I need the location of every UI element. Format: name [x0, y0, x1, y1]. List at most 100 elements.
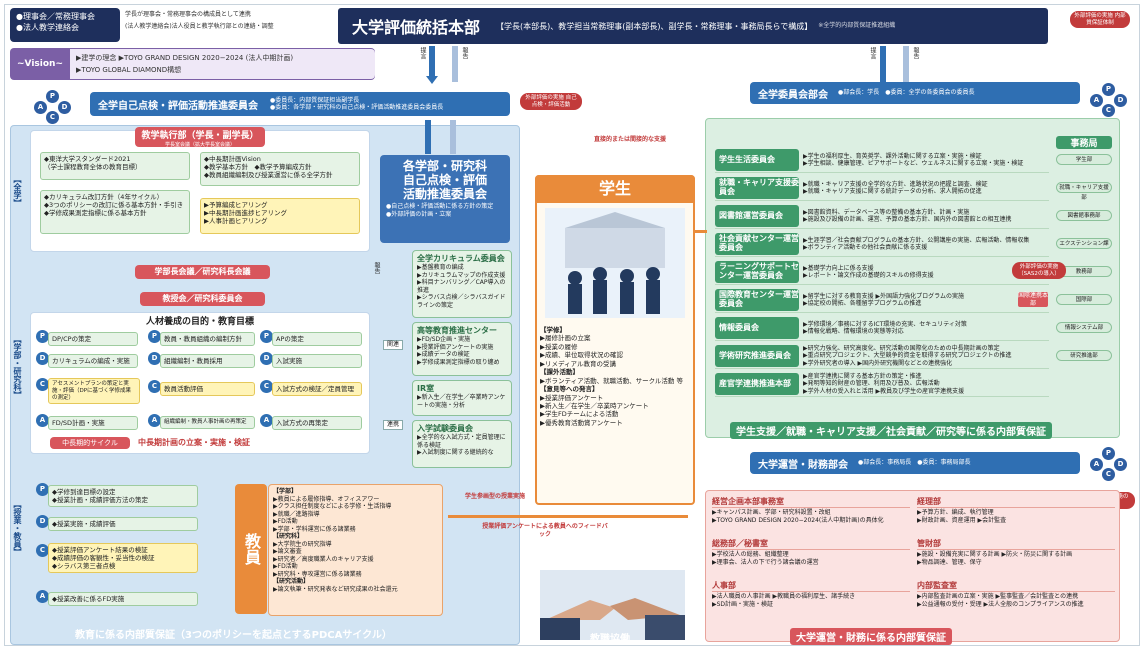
cycle-label-box: 中長期的サイクル: [50, 437, 130, 449]
board-item-2: ●法人教学連絡会: [16, 23, 79, 32]
kyoin-g2: ▶クラス担任制度などによる学修・生活指導: [273, 503, 392, 510]
unei-panel: [705, 490, 1120, 642]
dept-box: 経営企画本部事務室▶キャンパス計画、学部・研究科設置・改組 ▶TOYO GRAN…: [712, 496, 910, 536]
pdca-curriculum: カリキュラムの編成・実施: [48, 354, 138, 369]
committee-desc: ▶就職・キャリア支援の全学的な方針、進路状況の把握と調査、検証 ▶就職・キャリア…: [803, 180, 988, 196]
cycle-text: 中長期計画の立案・実施・検証: [138, 438, 250, 447]
vision-label: ~Vision~: [16, 59, 63, 69]
curr-4: ▶シラバス点検／シラバスガイドラインの策定: [417, 294, 506, 309]
exec-sub: 学長室会議（拡大学長室会議）: [164, 142, 235, 148]
committee-name: 情報委員会: [715, 317, 799, 339]
jugyo-c: C: [36, 544, 49, 557]
faculty-eval-d2: ●外部評価の計画・立案: [386, 210, 452, 218]
self-eval-desc-2: ●委員：各学部・研究科の自己点検・評価活動推進委員会委員長: [270, 104, 444, 111]
jugyo-p: P: [36, 483, 49, 496]
kyoin-r1: ▶論文執筆・研究発表など研究成果の社会還元: [273, 585, 398, 593]
dept-items: ▶施設・設備充実に関する計画 ▶防火・防災に関する計画 ▶物品調達、管理、保守: [917, 551, 1073, 566]
jugyo-1: ◆学修到達目標の設定: [52, 488, 116, 496]
support-footer: 学生支援／就職・キャリア支援／社会貢献／研究等に係る内部質保証: [730, 422, 1052, 439]
committee-desc: ▶学修環境／事務に対するICT環境の充実、セキュリティ対策 ▶情報化戦略、情報環…: [803, 320, 967, 336]
committee-name: 学術研究推進委員会: [715, 345, 799, 367]
center-report-label: 報告: [373, 262, 380, 274]
dept-name: 管財部: [917, 538, 1115, 550]
committee-row: 図書館運営委員会▶図書館資料、データベース等の整備の基本方針、計画・実施 ▶施設…: [715, 204, 1049, 229]
hq-members: 【学長(本部長)、教学担当常務理事(副本部長)、副学長・常務理事・事務局長らで構…: [496, 21, 813, 31]
exec-item-9-text: ▶中長期計画進捗ヒアリング: [204, 209, 287, 218]
proposal-arrow-1: [426, 76, 438, 84]
dept-box: 総務部／秘書室▶学校法人の総務、組織整理 ▶理事会、法人の下で行う諸会議の運営: [712, 538, 910, 578]
report-bar-2: [903, 46, 909, 82]
student-illustration: [545, 208, 685, 318]
kokusai-badge: 国際連携本部: [1018, 292, 1049, 307]
pdca-ap: APの策定: [272, 332, 362, 347]
self-eval-badge: 外部評価の実施 自己点検・評価活動: [520, 93, 582, 111]
kodo-title: 高等教育推進センター: [417, 326, 497, 335]
dept-box: 管財部▶施設・設備充実に関する計画 ▶防火・防災に関する計画 ▶物品調達、管理、…: [917, 538, 1115, 578]
committee-row: 国際教育センター運営委員会▶留学生に対する教育支援 ▶外国語力強化プログラムの実…: [715, 288, 1049, 313]
handshake-image: [540, 570, 685, 640]
vision-line1: ▶建学の理念 ▶TOYO GRAND DESIGN 2020−2024 (法人中…: [76, 54, 294, 62]
student-iken-h: 【意見等への発言】: [540, 385, 599, 394]
unei-title: 大学運営・財務部会: [758, 459, 848, 471]
kyoin-title-box: 教員: [235, 484, 267, 614]
jimu-dept: エクステンション課: [1056, 238, 1112, 249]
nyushi-1: ▶全学的な入試方式・定員管理に係る検証: [417, 434, 506, 449]
committee-desc: ▶産官学連携に関する基本方針の策定・推進 ▶発明等知的財産の管理、利用及び普及、…: [803, 372, 965, 395]
committee-name: 国際教育センター運営委員会: [715, 289, 799, 311]
exec-item-7-text: ◆教員組織編制及び授業運営に係る全学方針: [204, 171, 333, 180]
c-circle-1: C: [36, 378, 49, 391]
nyushi-title: 入学試験委員会: [417, 424, 473, 433]
exec-item-3-text: ◆3つのポリシーの改訂に係る基本方針・手引き: [44, 201, 184, 210]
self-eval-box: 全学自己点検・評価活動推進委員会 ●委員長：内部質保証担当副学長 ●委員：各学部…: [90, 92, 510, 116]
dept-box: 経理部▶予算方針、編成、執行管理 ▶財政計画、資産運用 ▶会計監査: [917, 496, 1115, 536]
feedback-1: 学生参画型の授業実施: [465, 493, 526, 500]
curr-3: ▶科目ナンバリング／CAP導入の推進: [417, 279, 506, 294]
unei-box: 大学運営・財務部会 ●部会長：事務局長 ●委員：事務局部長: [750, 452, 1080, 474]
unei-desc: ●部会長：事務局長 ●委員：事務局部長: [858, 459, 971, 467]
student-e3: ▶学生FDチームによる活動: [540, 410, 619, 419]
jugyo-c-box: ◆授業評価アンケート結果の検証 ◆成績評価の客観性・妥当性の検証 ◆シラバス第三…: [48, 543, 198, 574]
vision-box: ~Vision~ ▶建学の理念 ▶TOYO GRAND DESIGN 2020−…: [10, 48, 375, 80]
zengaku-committee-box: 全学委員会部会 ●部会長：学長 ●委員：全学の各委員会の委員長: [750, 82, 1080, 104]
external-badge-2: 外部評価の実施（SAS2の導入）: [1012, 262, 1066, 280]
kyoshoku-label: 教職協働: [590, 634, 630, 645]
feedback-2: 授業評価アンケートによる教員へのフィードバック: [482, 523, 608, 538]
student-direct-label: 直接的または間接的な支援: [593, 136, 666, 143]
a-circle-3: A: [260, 414, 273, 427]
committee-desc: ▶生涯学習／社会貢献プログラムの基本方針、公開講座の実施、広報活動、情報収集 ▶…: [803, 236, 1030, 252]
kyojukai-label: 教授会／研究科委員会: [162, 294, 243, 303]
cycle-label: 中長期的サイクル: [62, 439, 118, 447]
p-circle-1: P: [36, 330, 49, 343]
exec-item-2-text: ◆カリキュラム改訂方針（4年サイクル）: [44, 193, 164, 201]
d-circle-1: D: [36, 352, 49, 365]
kyoin-k2: ▶論文審査: [273, 548, 302, 555]
committee-name: ラーニングサポートセンター運営委員会: [715, 261, 799, 283]
exec-item-6-text: ◆教学基本方針 ◆教学予算編成方針: [204, 163, 312, 172]
committee-desc: ▶図書館資料、データベース等の整備の基本方針、計画・実施 ▶施設及び設備の計画、…: [803, 208, 1012, 224]
committee-desc: ▶研究力強化、研究高度化、研究活動の国際化のための中長期計画の策定 ▶重点研究プ…: [803, 344, 1012, 367]
jugyo-3: ◆授業実施・成績評価: [48, 517, 198, 532]
pdca-nyushi-saikento: 入試方式の再策定: [272, 416, 362, 431]
dept-items: ▶内部監査計画の立案・実施 ▶監事監査／会計監査との連携 ▶公益通報の受付・受理…: [917, 593, 1084, 608]
committee-name: 学生生活委員会: [715, 149, 799, 171]
kodo-4: ▶学修成果測定指標の取り纏め: [417, 358, 500, 366]
unei-footer: 大学運営・財務に係る内部質保証: [790, 628, 952, 645]
dept-items: ▶法人職員の人事計画 ▶教職員の福利厚生、諸手続き ▶SD計画・実施・検証: [712, 593, 856, 608]
exec-title: 教学執行部（学長・副学長）: [141, 131, 259, 141]
faculty-eval-box: 各学部・研究科 自己点検・評価 活動推進委員会 ●自己点検・評価活動に係る方針の…: [380, 155, 510, 243]
board-desc-2: (法人教学連絡会)法人役員と教学執行部との連絡・調整: [125, 22, 274, 30]
exec-item-1-text: ◆東洋大学スタンダード2021: [44, 155, 131, 163]
dept-box: 人事部▶法人職員の人事計画 ▶教職員の福利厚生、諸手続き ▶SD計画・実施・検証: [712, 580, 910, 620]
gakubu-kaigi-label: 学部長会議／研究科長会議: [154, 267, 251, 276]
dept-name: 内部監査室: [917, 580, 1115, 592]
kyoin-g1: ▶教員による履修指導、オフィスアワー: [273, 495, 380, 503]
kyoin-k4: ▶FD活動: [273, 563, 298, 570]
pdca-kyoin-hyoka: 教員活動評価: [160, 382, 255, 397]
committee-desc: ▶学生の福利厚生、育英奨学、課外活動に関する立案・実施・検証 ▶学生相談、健康管…: [803, 152, 1024, 168]
jimu-dept: 就職・キャリア支援部: [1056, 182, 1112, 201]
side-label-jugyo: 【授業・教員】: [13, 500, 22, 556]
dept-items: ▶予算方針、編成、執行管理 ▶財政計画、資産運用 ▶会計監査: [917, 509, 1007, 524]
renkei-label: 連携: [383, 420, 403, 430]
jugyo-5: ◆成績評価の客観性・妥当性の検証: [52, 554, 155, 563]
